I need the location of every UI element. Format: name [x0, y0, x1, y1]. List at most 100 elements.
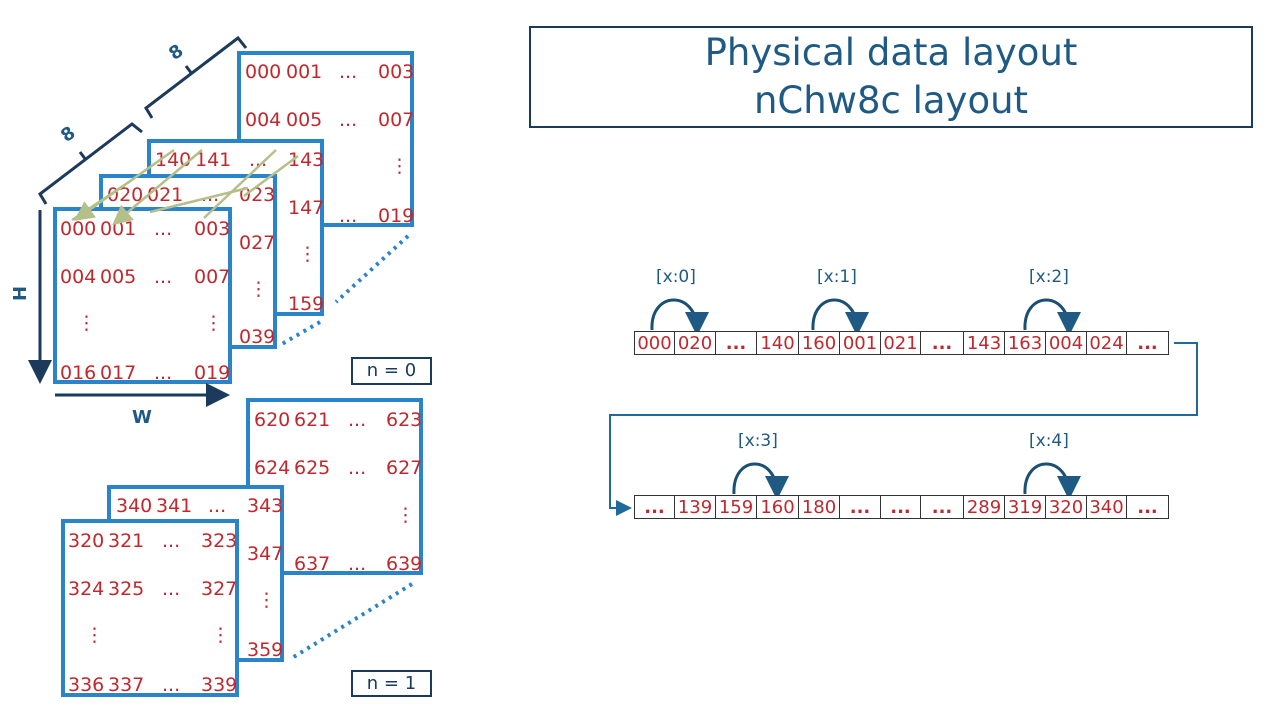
- memory-cell: ...: [1126, 495, 1169, 519]
- memory-cell: 000: [634, 331, 675, 355]
- memory-cell: 001: [839, 331, 881, 355]
- cell: 039: [239, 326, 276, 348]
- memory-cell: 143: [963, 331, 1005, 355]
- cell: 140: [155, 149, 192, 171]
- jump-label: [x:4]: [1029, 431, 1069, 451]
- title-line-2: nChw8c layout: [753, 79, 1029, 122]
- cell: ...: [339, 109, 358, 131]
- cell: 324: [68, 578, 105, 600]
- jump-label: [x:1]: [817, 267, 857, 287]
- more-channels-dots: [334, 234, 410, 304]
- batch-label-n0: n = 0: [351, 357, 432, 385]
- cell: 623: [386, 409, 423, 431]
- cell: ...: [249, 149, 268, 171]
- memory-cell: 320: [1045, 495, 1087, 519]
- cell: 007: [194, 266, 231, 288]
- memory-cell: 160: [756, 495, 799, 519]
- memory-cell: ...: [715, 331, 757, 355]
- jump-label: [x:3]: [738, 431, 778, 451]
- memory-cell: 159: [715, 495, 757, 519]
- cell: 000: [245, 61, 282, 83]
- cell: 147: [288, 197, 325, 219]
- jump-arc: [732, 462, 789, 500]
- cell: 016: [60, 362, 97, 384]
- cell: 019: [378, 205, 415, 227]
- title-line-1: Physical data layout: [704, 31, 1078, 74]
- cell: ⋮: [257, 589, 276, 611]
- order-connectors: [71, 148, 299, 226]
- cell: 327: [201, 578, 238, 600]
- memory-cell: ...: [634, 495, 675, 519]
- memory-cell: ...: [920, 331, 964, 355]
- more-channels-dots-n1: [290, 582, 414, 660]
- jump-arc: [1023, 462, 1081, 500]
- cell: 627: [386, 457, 423, 479]
- tensor-panel-n1-c0: 320 321 ... 323 324 325 ... 327 ⋮ ⋮ 336 …: [61, 519, 239, 697]
- cell: ⋮: [85, 624, 104, 646]
- tensor-panel-n0-c0: 000 001 ... 003 004 005 ... 007 ⋮ ⋮ 016 …: [53, 207, 232, 384]
- memory-cell: 004: [1045, 331, 1087, 355]
- cell: 624: [254, 457, 291, 479]
- cell: 620: [254, 409, 291, 431]
- cell: 320: [68, 530, 105, 552]
- cell: 019: [194, 362, 231, 384]
- memory-cell: 140: [756, 331, 799, 355]
- cell: 159: [288, 293, 325, 315]
- cell: 321: [108, 530, 145, 552]
- memory-cell: 021: [880, 331, 921, 355]
- jump-label: [x:2]: [1029, 267, 1069, 287]
- cell: 337: [108, 674, 145, 696]
- memory-cell: 163: [1004, 331, 1046, 355]
- jump-arc: [1023, 298, 1081, 336]
- wrap-connector: [609, 342, 1198, 516]
- cell: ...: [162, 674, 181, 696]
- memory-cell: 319: [1004, 495, 1046, 519]
- cell: 325: [108, 578, 145, 600]
- c-brace-2: [144, 35, 248, 119]
- memory-cell: 180: [798, 495, 840, 519]
- cell: ...: [201, 184, 220, 206]
- cell: 340: [116, 495, 153, 517]
- cell: 005: [100, 266, 137, 288]
- cell: 343: [247, 495, 284, 517]
- cell: 000: [60, 218, 97, 240]
- cell: ...: [348, 457, 367, 479]
- memory-cell: ...: [880, 495, 921, 519]
- memory-cell: ...: [920, 495, 964, 519]
- cell: ⋮: [390, 155, 409, 177]
- cell: ...: [348, 409, 367, 431]
- cell: 005: [286, 109, 323, 131]
- cell: ⋮: [77, 312, 96, 334]
- w-axis-label: W: [132, 407, 152, 428]
- memory-strip-2: ... 139 159 160 180 ... ... ... 289 319 …: [634, 495, 1169, 521]
- cell: ...: [208, 495, 227, 517]
- cell: 003: [194, 218, 231, 240]
- cell: 017: [100, 362, 137, 384]
- cell: ...: [348, 553, 367, 575]
- cell: 621: [294, 409, 331, 431]
- memory-cell: 340: [1086, 495, 1127, 519]
- cell: ...: [154, 362, 173, 384]
- cell: 141: [195, 149, 232, 171]
- cell: 004: [245, 109, 282, 131]
- cell: 341: [156, 495, 193, 517]
- batch-label-n1: n = 1: [351, 670, 432, 697]
- jump-arc: [650, 298, 709, 336]
- cell: 347: [247, 543, 284, 565]
- cell: ⋮: [211, 624, 230, 646]
- cell: ...: [154, 218, 173, 240]
- cell: 323: [201, 530, 238, 552]
- memory-strip-1: 000 020 ... 140 160 001 021 ... 143 163 …: [634, 331, 1169, 357]
- cell: 001: [286, 61, 323, 83]
- cell: 637: [294, 553, 331, 575]
- memory-cell: ...: [839, 495, 881, 519]
- cell: ...: [162, 530, 181, 552]
- jump-label: [x:0]: [656, 267, 696, 287]
- cell: ⋮: [249, 278, 268, 300]
- title-box: Physical data layout nChw8c layout: [529, 26, 1253, 128]
- cell: ⋮: [298, 243, 317, 265]
- cell: 027: [239, 232, 276, 254]
- cell: 007: [378, 109, 415, 131]
- memory-cell: ...: [1126, 331, 1169, 355]
